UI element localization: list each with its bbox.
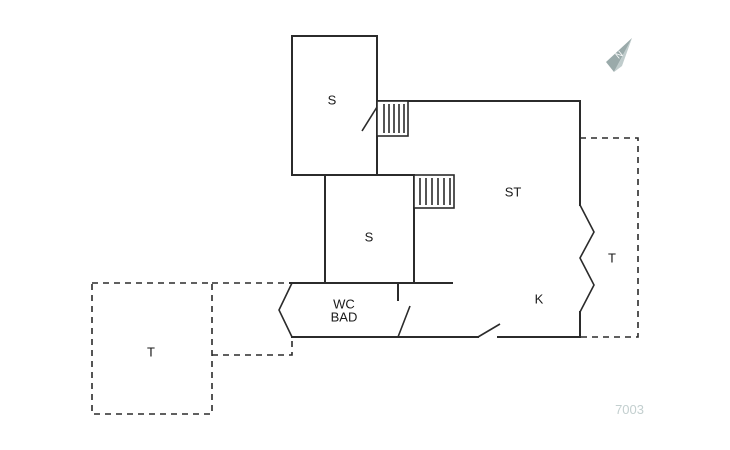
main-top-wall	[376, 100, 581, 206]
compass-label: N	[613, 49, 624, 61]
room-label-bedroom-lower: S	[365, 229, 374, 244]
room-label-kitchen: K	[535, 291, 544, 306]
door-bath-outer	[278, 282, 293, 338]
door-bath	[397, 305, 411, 338]
stair-lower	[413, 174, 455, 209]
terraces	[91, 137, 639, 415]
room-label-wc: WC	[333, 296, 355, 311]
north-arrow-icon: N	[606, 38, 632, 72]
room-label-terrace-left: T	[147, 344, 155, 359]
terrace-right-outline	[580, 137, 639, 338]
room-label-bedroom-upper: S	[328, 92, 337, 107]
doors	[278, 106, 595, 338]
door-entrance	[477, 323, 501, 338]
door-terrace-right	[579, 204, 595, 313]
plan-code: 7003	[615, 402, 644, 417]
terrace-left-outline	[91, 282, 213, 415]
door-bedroom-upper	[361, 106, 378, 132]
room-label-terrace-right: T	[608, 250, 616, 265]
room-label-living: ST	[505, 184, 522, 199]
stair-upper	[376, 100, 409, 137]
terrace-left-connector	[212, 282, 293, 356]
room-label-bad: BAD	[331, 309, 358, 324]
